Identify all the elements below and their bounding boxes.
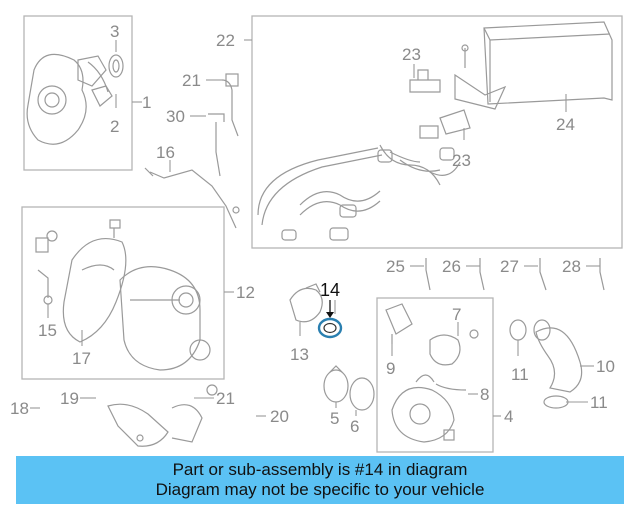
part-sensor-27 xyxy=(539,258,547,291)
callout-16: 17 xyxy=(72,349,91,368)
callout-4: 4 xyxy=(504,407,513,426)
part-intercooler-24 xyxy=(483,21,613,105)
part-gasket-14-highlighted xyxy=(317,317,343,339)
part-sensor-30 xyxy=(208,113,225,177)
part-wire-15 xyxy=(37,269,53,305)
callout-25: 25 xyxy=(386,257,405,276)
group-box-12 xyxy=(21,206,225,380)
callout-28: 28 xyxy=(562,257,581,276)
part-bolt-12 xyxy=(109,219,121,238)
part-actuator-7 xyxy=(429,329,479,366)
callout-2: 2 xyxy=(110,117,119,136)
part-gasket-3 xyxy=(108,54,124,78)
part-hose-10 xyxy=(533,319,583,393)
part-gasket-6 xyxy=(349,377,375,411)
callout-15: 15 xyxy=(38,321,57,340)
part-sensor-9 xyxy=(385,303,413,344)
part-clamp-11-lower xyxy=(543,395,569,409)
banner-line-1: Part or sub-assembly is #14 in diagram xyxy=(172,460,468,479)
callout-5: 5 xyxy=(330,409,339,428)
callout-11-lower: 11 xyxy=(590,393,608,412)
callout-23-upper: 23 xyxy=(402,45,421,64)
part-bracket-20 xyxy=(107,384,218,447)
part-clip-12 xyxy=(46,230,58,242)
part-turbo-housing xyxy=(26,53,109,145)
callout-19: 19 xyxy=(60,389,79,408)
callout-1: 1 xyxy=(142,93,151,112)
callout-11-upper: 11 xyxy=(511,365,529,384)
callout-22: 22 xyxy=(216,31,235,50)
callout-13: 13 xyxy=(290,345,309,364)
callout-3: 3 xyxy=(110,22,119,41)
part-housing-4 xyxy=(391,374,455,443)
callout-18: 18 xyxy=(10,399,29,418)
callout-30: 30 xyxy=(166,107,185,126)
part-sensor-28 xyxy=(599,258,605,291)
callout-21: 21 xyxy=(216,389,235,408)
leader-lines xyxy=(30,39,600,417)
group-box-22 xyxy=(251,15,623,249)
callout-14-highlighted: 14 xyxy=(320,280,340,300)
info-banner: Part or sub-assembly is #14 in diagram D… xyxy=(16,456,624,504)
callout-24: 24 xyxy=(556,115,575,134)
part-hoses-22 xyxy=(257,144,461,241)
callout-26: 26 xyxy=(442,257,461,276)
part-nut-12 xyxy=(35,237,49,253)
part-heatshield-16 xyxy=(62,238,127,343)
callout-27: 27 xyxy=(500,257,519,276)
callout-23-lower: 23 xyxy=(452,151,471,170)
part-sensor-25 xyxy=(425,258,431,291)
callout-10: 10 xyxy=(596,357,615,376)
callout-7: 7 xyxy=(452,305,461,324)
group-box-1 xyxy=(23,15,133,171)
callout-6: 6 xyxy=(350,417,359,436)
banner-line-2: Diagram may not be specific to your vehi… xyxy=(155,480,485,499)
callout-29: 21 xyxy=(182,71,201,90)
part-clamp-11-upper xyxy=(509,319,527,341)
callout-8: 8 xyxy=(480,385,489,404)
callout-9: 9 xyxy=(386,359,395,378)
callout-12: 12 xyxy=(236,283,255,302)
part-wire-8 xyxy=(435,383,467,391)
part-sensor-26 xyxy=(479,258,485,291)
part-clamp-5 xyxy=(323,365,349,403)
part-bracket-23-lower xyxy=(419,109,471,139)
part-sensor-29 xyxy=(221,73,239,137)
part-gasket-2 xyxy=(91,85,113,107)
part-bracket-23-upper xyxy=(409,44,507,110)
callout-14-arrow xyxy=(326,300,334,318)
part-pipe-17 xyxy=(144,167,240,229)
group-box-4 xyxy=(376,297,494,453)
part-catalytic-converter xyxy=(119,266,211,371)
callout-17: 16 xyxy=(156,143,175,162)
callout-20: 20 xyxy=(270,407,289,426)
part-clamp-13 xyxy=(289,283,323,323)
